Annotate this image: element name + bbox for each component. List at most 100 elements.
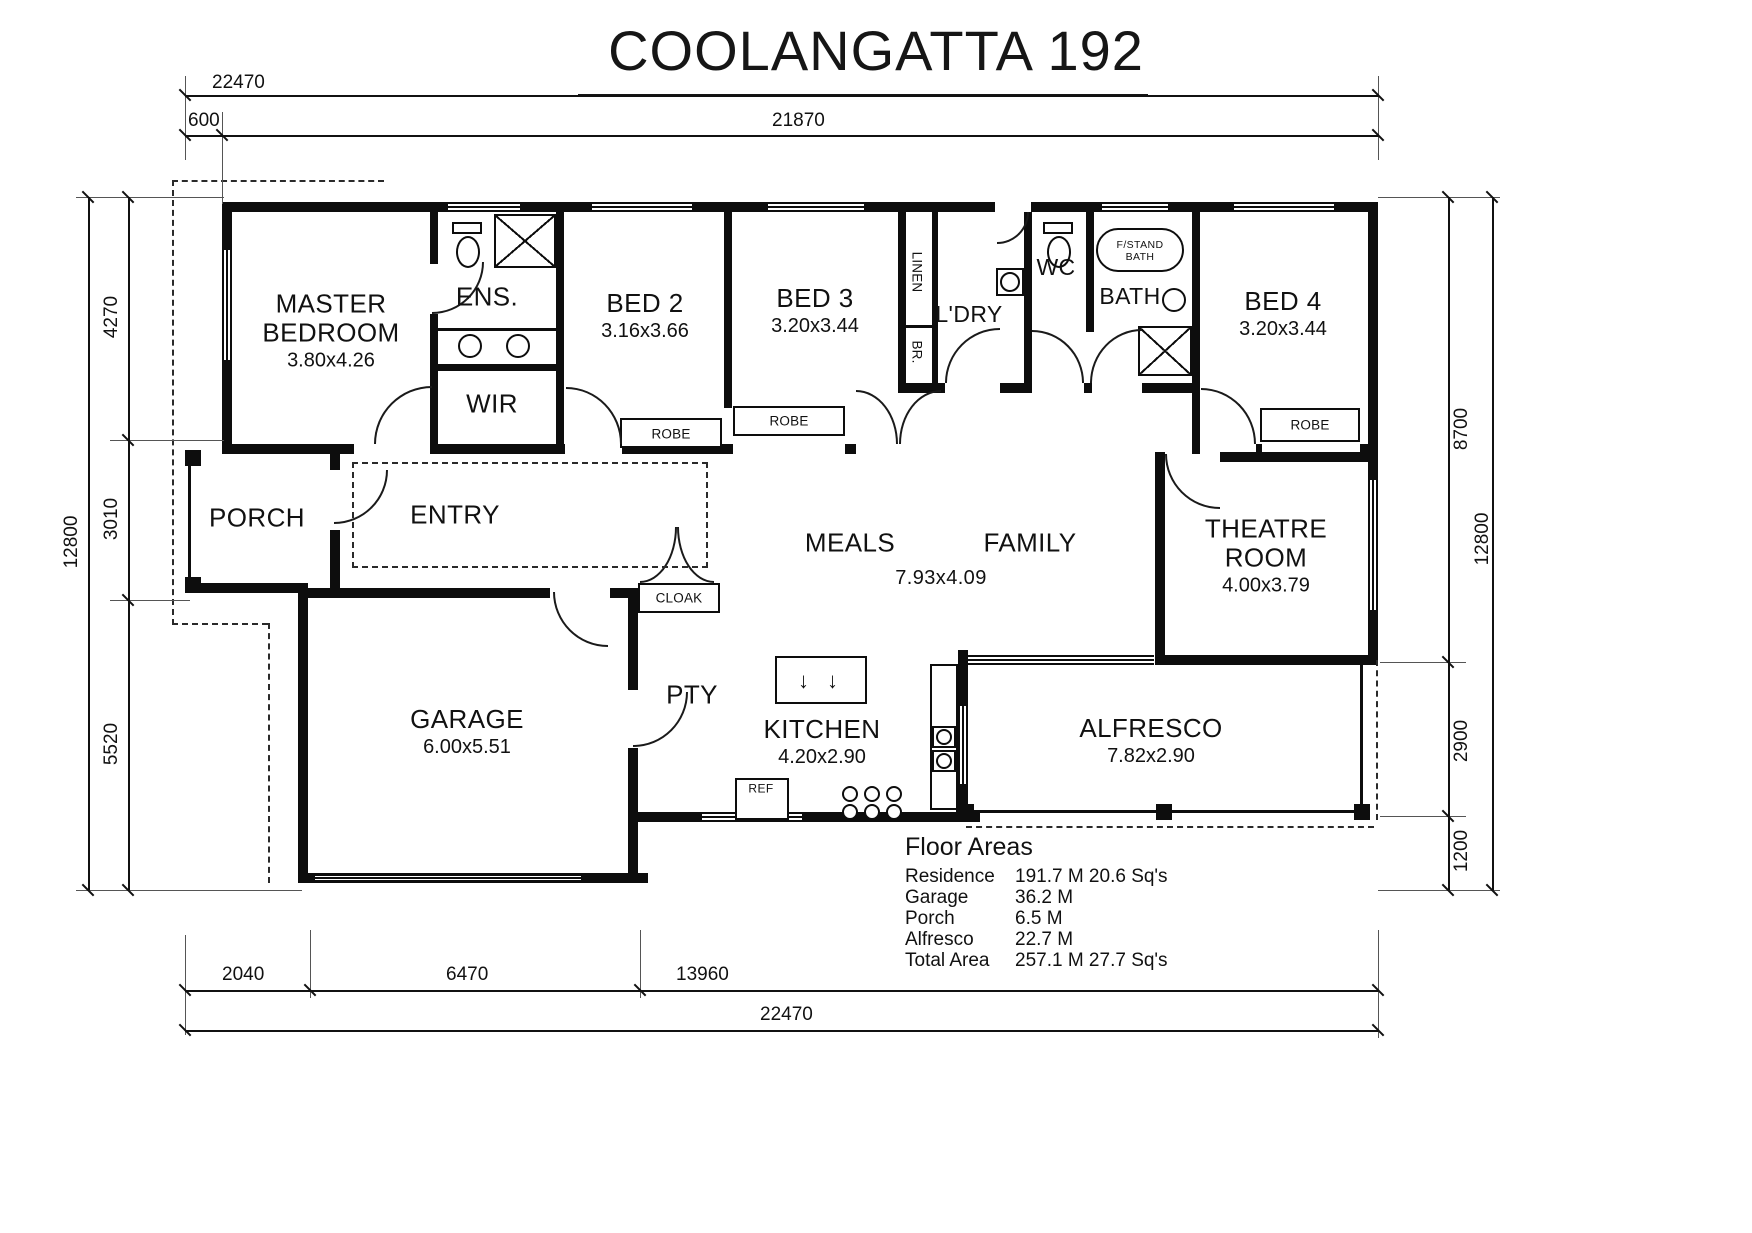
- robe-box: [1260, 408, 1360, 442]
- cooktop-burner: [864, 804, 880, 820]
- alfresco-edge-line: [1360, 665, 1363, 813]
- dishwasher-arrows-icon: ↓ ↓: [797, 668, 845, 693]
- wall-segment: [1368, 202, 1378, 665]
- extension-line: [110, 600, 190, 601]
- cooktop-burner: [886, 804, 902, 820]
- kitchen-window: [958, 706, 968, 784]
- eave-dashed-line: [172, 623, 268, 625]
- door-swing-garage-internal: [553, 592, 608, 647]
- wall-segment: [1155, 452, 1165, 665]
- room-label-garage: GARAGE 6.00x5.51: [410, 676, 524, 788]
- fridge-box: [735, 778, 789, 820]
- wall-segment: [898, 383, 945, 393]
- alfresco-edge-line: [964, 810, 1362, 813]
- door-swing-bath: [1090, 329, 1142, 383]
- wall-segment: [330, 454, 340, 470]
- room-label-porch: PORCH: [209, 502, 305, 533]
- room-name: MASTER BEDROOM: [262, 288, 400, 348]
- label-robe-bed2: ROBE: [651, 426, 691, 442]
- window: [1102, 202, 1168, 212]
- room-dims: 6.00x5.51: [423, 736, 511, 759]
- shower-fixture: [1138, 326, 1192, 376]
- extension-line: [1380, 662, 1466, 663]
- vanity-counter-line: [438, 328, 556, 331]
- dim-label-left-b: 3010: [101, 497, 122, 541]
- floor-area-label: Garage: [905, 887, 969, 908]
- room-label-cloak: CLOAK: [655, 590, 703, 606]
- wall-segment: [305, 588, 550, 598]
- extension-line: [310, 930, 311, 998]
- wall-segment: [193, 583, 307, 593]
- extension-line: [1378, 930, 1379, 1038]
- floor-areas-heading: Floor Areas: [905, 833, 1033, 861]
- floor-area-row: Garage 36.2 M: [905, 887, 1073, 909]
- dim-label-right-a: 8700: [1451, 407, 1472, 451]
- wall-segment: [330, 530, 340, 588]
- wall-segment: [628, 812, 702, 822]
- wall-segment: [1000, 383, 1032, 393]
- wall-segment: [1086, 202, 1094, 332]
- floor-area-value: 36.2 M: [1015, 887, 1074, 908]
- dim-label-left-a: 4270: [101, 295, 122, 339]
- dim-label-bottom-a: 2040: [222, 964, 265, 985]
- wall-segment: [628, 588, 638, 690]
- eave-dashed-line: [268, 623, 270, 883]
- floor-area-label: Total Area: [905, 950, 990, 971]
- cooktop-burner: [886, 786, 902, 802]
- extension-line: [1380, 816, 1466, 817]
- wall-segment: [1256, 444, 1262, 454]
- alfresco-dashed-line: [1376, 660, 1378, 820]
- shower-fixture: [494, 214, 556, 268]
- room-label-entry: ENTRY: [410, 499, 500, 530]
- sink-bowl: [936, 753, 952, 769]
- wall-segment: [1220, 452, 1378, 462]
- wall-segment: [898, 202, 906, 393]
- room-label-bath: BATH: [1099, 283, 1161, 310]
- floor-area-value: 22.7 M: [1015, 929, 1074, 950]
- toilet-fixture: [1047, 236, 1071, 268]
- extension-line: [110, 440, 224, 441]
- wall-segment: [430, 314, 438, 454]
- wall-segment: [1024, 202, 1032, 393]
- label-robe-bed3: ROBE: [769, 413, 809, 429]
- door-swing-hall-double-left: [856, 390, 898, 444]
- cloak-box: [638, 583, 720, 613]
- wall-segment: [1084, 383, 1092, 393]
- toilet-cistern-fixture: [1043, 222, 1073, 234]
- floor-area-label: Porch: [905, 908, 955, 929]
- room-name: BED 4: [1244, 286, 1322, 317]
- dim-label-left-c: 5520: [101, 722, 122, 766]
- wall-segment: [1360, 444, 1378, 454]
- window: [768, 202, 864, 212]
- label-robe-bed4: ROBE: [1290, 417, 1330, 433]
- eave-dashed-line: [172, 180, 384, 182]
- extension-line: [76, 197, 224, 198]
- dimension-line: [185, 990, 1378, 992]
- wall-segment: [1155, 655, 1378, 665]
- porch-edge-line: [188, 462, 191, 580]
- alfresco-dashed-line: [966, 826, 1374, 828]
- door-swing-bed4: [1201, 388, 1256, 444]
- wall-segment: [845, 444, 856, 454]
- wall-segment: [958, 784, 968, 822]
- room-dims: 3.20x3.44: [1239, 318, 1327, 341]
- door-swing-hall-double-right: [899, 390, 941, 444]
- cooktop-burner: [842, 804, 858, 820]
- room-label-laundry: L'DRY: [935, 301, 1003, 328]
- extension-line: [185, 76, 186, 160]
- wall-segment: [298, 583, 308, 883]
- floor-area-label: Alfresco: [905, 929, 974, 950]
- extension-line: [185, 935, 186, 1035]
- wall-segment: [556, 202, 564, 454]
- window: [1234, 202, 1334, 212]
- floor-area-value: 6.5 M: [1015, 908, 1063, 929]
- room-name: BED 2: [606, 288, 684, 319]
- toilet-cistern-fixture: [452, 222, 482, 234]
- linen-shelf-line: [900, 325, 932, 328]
- robe-box: [620, 418, 722, 448]
- dimension-line: [1492, 197, 1494, 890]
- extension-line: [1378, 197, 1500, 198]
- wall-segment: [432, 444, 565, 454]
- dimension-line: [1448, 197, 1450, 890]
